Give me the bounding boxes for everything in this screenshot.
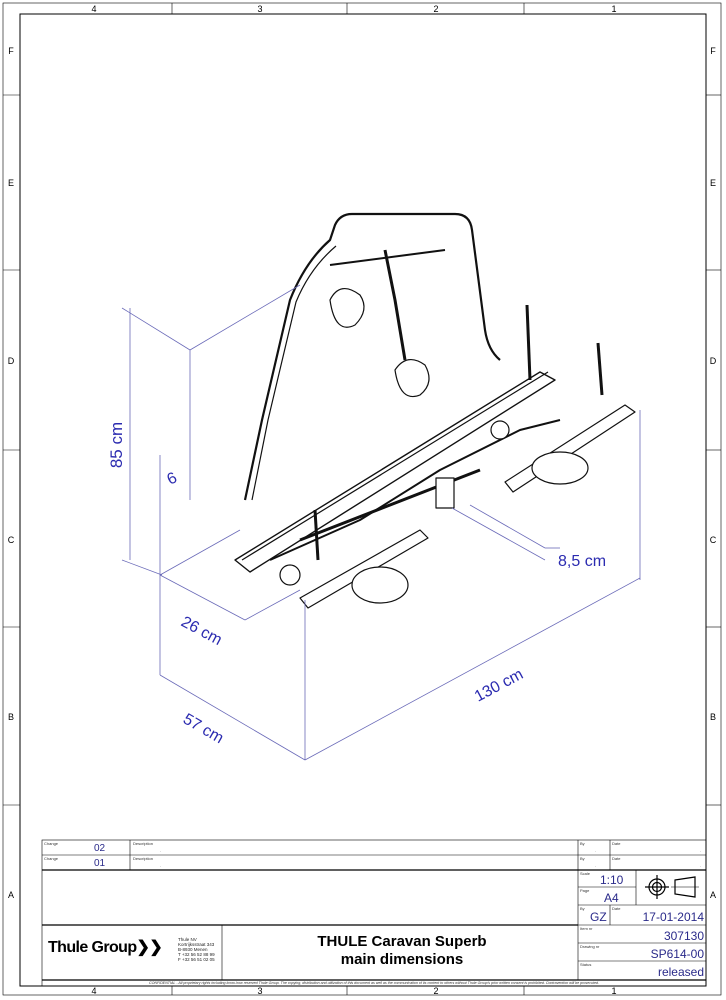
row-label: A [8, 890, 14, 900]
by-value: . [595, 848, 597, 853]
company-logo: Thule Group❯❯ [48, 939, 163, 956]
change-value: 01 [94, 858, 106, 869]
row-label: F [8, 46, 14, 56]
row-label: B [710, 712, 716, 722]
frame-holder-1 [329, 288, 365, 328]
confidential-notice: CONFIDENTIAL - All proprietary rights in… [149, 981, 599, 985]
date-label: Date [612, 856, 621, 861]
description-value: . [160, 863, 162, 868]
status-label: Status [580, 962, 592, 967]
first-angle-projection-icon [645, 875, 699, 899]
column-label: 2 [433, 4, 438, 14]
dim-offset-6: 6 [165, 469, 180, 488]
by-label: By [580, 841, 585, 846]
item-label: Item nr [580, 926, 593, 931]
dim-rail-gap-26cm: 26 cm [178, 614, 224, 649]
row-label: E [8, 178, 14, 188]
date-label: Date [612, 841, 621, 846]
dim-height-85cm: 85 cm [107, 422, 126, 468]
row-label: E [710, 178, 716, 188]
description-label: Description [133, 856, 154, 861]
description-value: . [160, 848, 162, 853]
row-label: D [710, 356, 717, 366]
column-label: 4 [91, 986, 96, 996]
date-value: . [700, 848, 702, 853]
dimension-lines [121, 284, 641, 761]
row-label: A [710, 890, 716, 900]
frame-holder-2 [394, 359, 430, 398]
row-label: B [8, 712, 14, 722]
date-value: . [700, 863, 702, 868]
page-value: A4 [604, 891, 619, 905]
date-value: 17-01-2014 [642, 910, 704, 924]
change-label: Change [44, 856, 59, 861]
change-label: Change [44, 841, 59, 846]
column-label: 3 [257, 986, 262, 996]
date-label: Date [612, 906, 621, 911]
change-value: 02 [94, 843, 106, 854]
bike-rack-drawing [234, 212, 636, 609]
status-value: released [657, 965, 704, 979]
dim-length-130cm: 130 cm [472, 666, 526, 706]
item-number: 307130 [663, 929, 704, 943]
column-label: 1 [611, 4, 616, 14]
drawing-label: Drawing nr [580, 944, 600, 949]
mount-plate-1 [351, 566, 409, 604]
row-label: F [710, 46, 716, 56]
drawing-number: SP614-00 [650, 947, 704, 961]
long-rail [234, 371, 556, 573]
grid-dividers [3, 3, 721, 995]
by-value: . [595, 863, 597, 868]
row-label: D [8, 356, 15, 366]
by-label: By [580, 856, 585, 861]
column-label: 1 [611, 986, 616, 996]
description-label: Description [133, 841, 154, 846]
column-label: 3 [257, 4, 262, 14]
scale-label: Scale [580, 871, 591, 876]
column-label: 2 [433, 986, 438, 996]
page-label: Page [580, 888, 590, 893]
rack-arch-frame [243, 212, 501, 501]
scale-value: 1:10 [600, 873, 624, 887]
dim-clamp-8-5cm: 8,5 cm [558, 553, 606, 570]
by-label: By [580, 906, 585, 911]
center-clamp [435, 477, 455, 509]
row-label: C [8, 535, 15, 545]
drawn-by-value: GZ [590, 910, 607, 924]
row-label: C [710, 535, 717, 545]
dim-depth-57cm: 57 cm [180, 711, 226, 748]
column-label: 4 [91, 4, 96, 14]
mount-plate-2 [531, 451, 589, 485]
title-block-grid [41, 839, 707, 987]
